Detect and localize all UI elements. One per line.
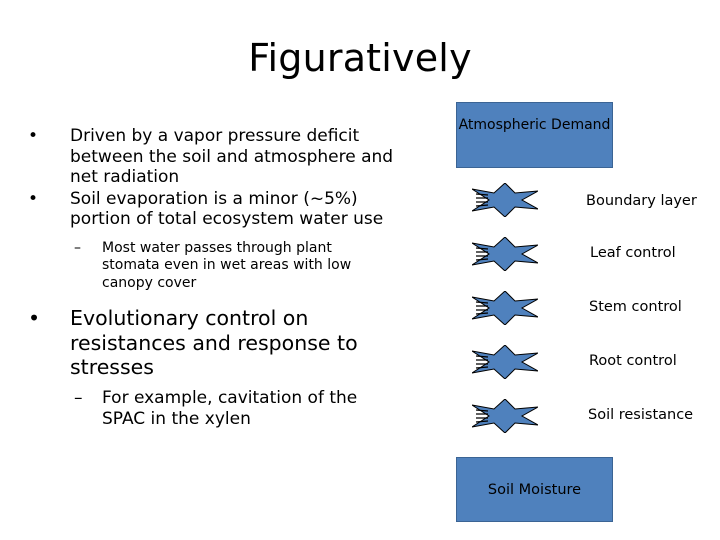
resistance-label: Root control [589, 353, 677, 369]
sub-bullet-text: Most water passes through plant stomata … [102, 239, 352, 291]
resistance-label: Boundary layer [586, 193, 697, 209]
bullet-item: • Soil evaporation is a minor (~5%) port… [26, 189, 406, 230]
atmospheric-demand-box: Atmospheric Demand [456, 102, 613, 168]
resistance-symbol-stem [472, 291, 538, 325]
resistance-symbol-leaf [472, 237, 538, 271]
bullet-marker: • [28, 126, 39, 146]
resistance-label: Stem control [589, 299, 682, 315]
soil-moisture-box: Soil Moisture [456, 457, 613, 522]
bullet-marker: • [28, 188, 39, 209]
bullet-item: • Evolutionary control on resistances an… [26, 306, 400, 380]
resistance-symbol-soil [472, 399, 538, 433]
sub-bullet-item: – For example, cavitation of the SPAC in… [26, 388, 402, 430]
resistance-symbol-root [472, 345, 538, 379]
dash-marker: – [74, 387, 83, 408]
bullet-text: Driven by a vapor pressure deficit betwe… [70, 126, 394, 187]
atmospheric-demand-label: Atmospheric Demand [458, 117, 611, 133]
bullet-text: Evolutionary control on resistances and … [70, 306, 358, 379]
bullet-item: • Driven by a vapor pressure deficit bet… [26, 126, 406, 188]
slide-title: Figuratively [248, 36, 472, 80]
sub-bullet-item: – Most water passes through plant stomat… [26, 240, 372, 293]
bullet-text: Soil evaporation is a minor (~5%) portio… [70, 188, 384, 230]
bullet-marker: • [28, 306, 41, 330]
resistance-label: Leaf control [590, 245, 676, 261]
resistance-symbol-boundary-layer [472, 183, 538, 217]
sub-bullet-text: For example, cavitation of the SPAC in t… [102, 387, 358, 429]
bullet-list: • Driven by a vapor pressure deficit bet… [26, 126, 406, 430]
resistance-label: Soil resistance [588, 407, 694, 423]
dash-marker: – [74, 239, 81, 256]
soil-moisture-label: Soil Moisture [487, 482, 582, 498]
